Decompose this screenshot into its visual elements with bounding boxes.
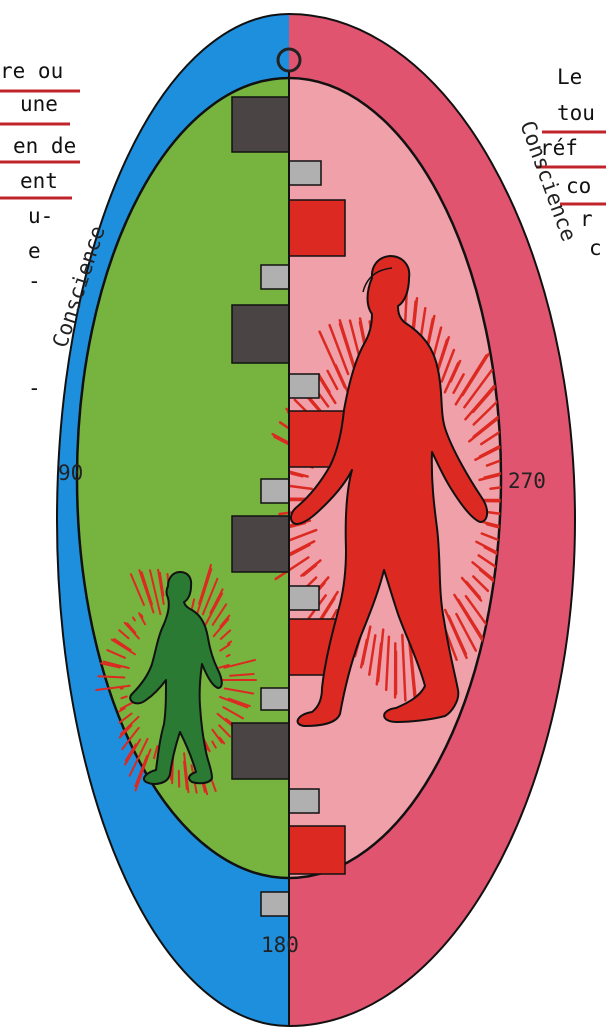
left-text-line: en de (13, 134, 76, 158)
ray (98, 676, 124, 677)
grey-block (261, 265, 289, 289)
red-block (289, 200, 345, 256)
grey-block (289, 789, 319, 813)
dark-block (232, 97, 289, 152)
right-text-line: Le (557, 65, 582, 89)
right-text-line: c (589, 236, 602, 260)
degree-label-bottom: 180 (261, 933, 299, 957)
dark-block (232, 516, 289, 572)
grey-block (261, 892, 289, 916)
dark-block (232, 305, 289, 363)
left-text-line: ent (20, 169, 58, 193)
red-block (289, 826, 345, 874)
right-text-line: tou (557, 101, 595, 125)
left-text-line: u- (28, 204, 53, 228)
grey-block (289, 586, 319, 610)
right-text-line: co (566, 174, 591, 198)
right-text-line: r (580, 207, 593, 231)
left-text-line: une (20, 92, 58, 116)
degree-label-right: 270 (508, 469, 546, 493)
grey-block (261, 479, 289, 503)
grey-block (289, 374, 319, 398)
ray (227, 655, 230, 656)
left-text-line: - (28, 269, 41, 293)
left-text-line: re ou (0, 59, 63, 83)
grey-block (289, 161, 321, 185)
degree-label-left: 90 (58, 461, 83, 485)
dark-block (232, 723, 289, 779)
left-text-line: - (28, 376, 41, 400)
grey-block (261, 688, 289, 710)
left-text-line: e (28, 239, 41, 263)
ray (141, 615, 142, 617)
